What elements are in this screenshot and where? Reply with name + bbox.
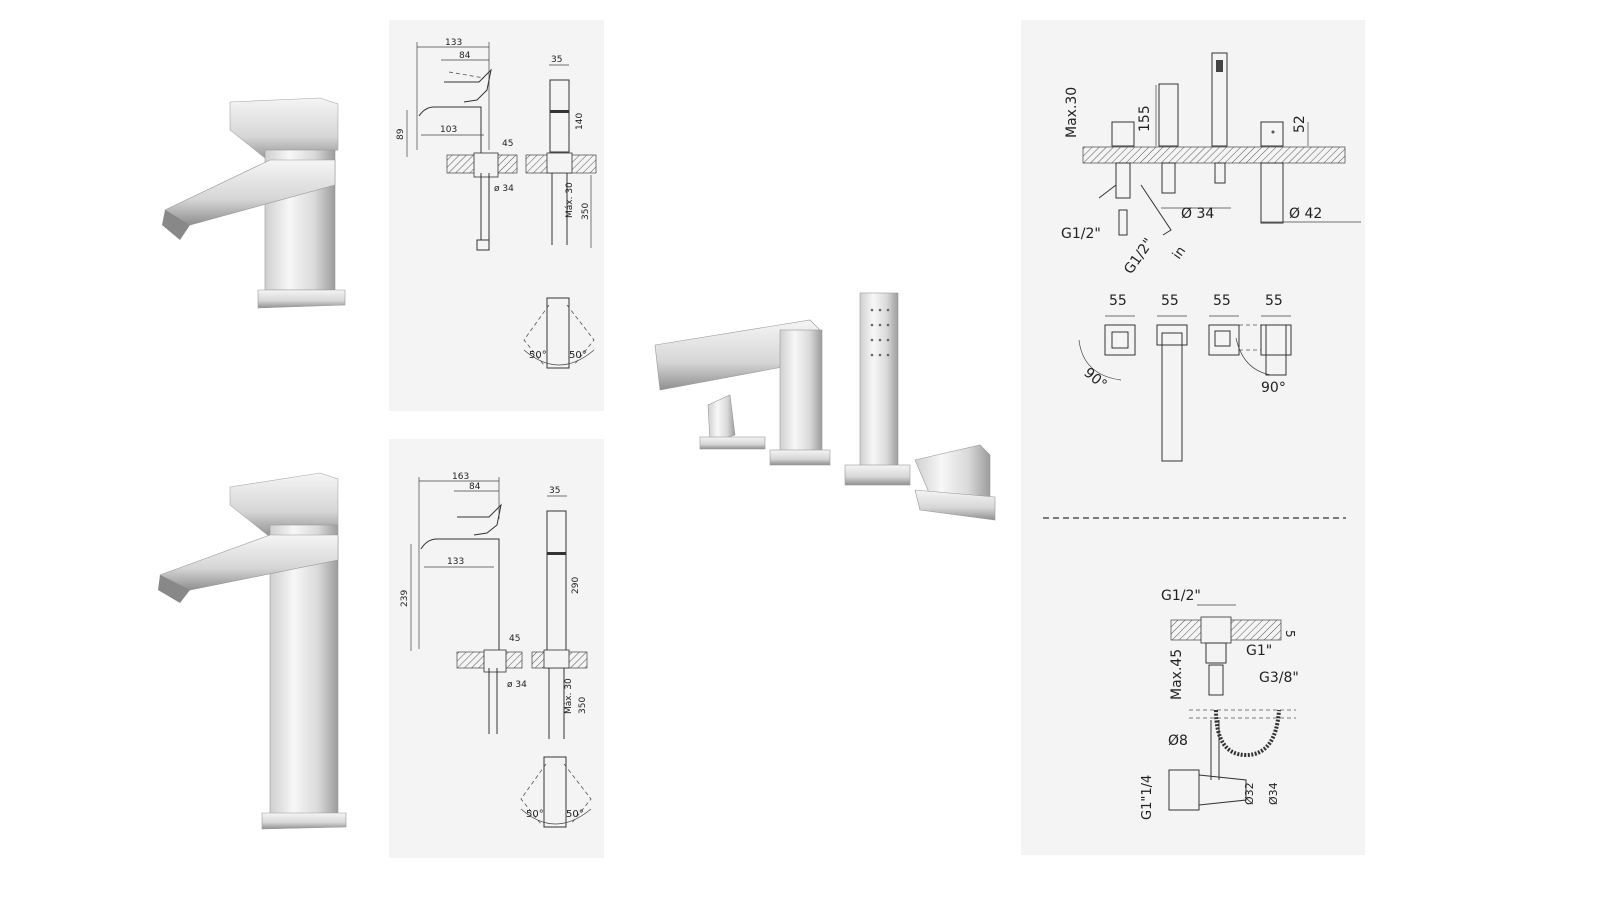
dim-base: 45 — [509, 634, 520, 644]
dim-w4: 55 — [1265, 293, 1283, 309]
label-in: in — [1170, 244, 1189, 262]
dim-base: 45 — [502, 139, 513, 149]
bath-set-drawing-panel: Max.30 G1/2" G1/2" in 155 Ø 34 52 Ø 42 5… — [1021, 20, 1365, 855]
tall-basin-mixer-technical-drawing: 163 84 133 239 45 ø 34 35 290 Máx. 30 35… — [400, 472, 592, 828]
dim-rot-right: 50° — [566, 809, 584, 820]
dim-rot-left: 50° — [529, 350, 547, 361]
dim-flange: 5 — [1283, 630, 1297, 638]
dim-hose-thread: G3/8" — [1259, 670, 1299, 686]
dim-w1: 55 — [1109, 293, 1127, 309]
tall-basin-mixer-photo — [158, 472, 347, 830]
bath-set-photo — [654, 292, 996, 521]
tall-basin-mixer-drawing-panel: 163 84 133 239 45 ø 34 35 290 Máx. 30 35… — [389, 439, 604, 858]
dim-max-deck: Max.30 — [1064, 87, 1080, 138]
dim-spout-height: 155 — [1137, 105, 1153, 132]
dim-max-deck: Máx. 30 — [564, 678, 574, 714]
dim-rot-right: 90° — [1261, 380, 1286, 396]
dim-hole-dia: ø 34 — [507, 680, 527, 690]
dim-hose: 350 — [578, 697, 588, 714]
dim-max-deck: Max.45 — [1169, 649, 1185, 700]
dim-handle-height: 52 — [1292, 115, 1308, 133]
dim-dia-34: Ø34 — [1267, 782, 1280, 805]
dim-dia-32: Ø32 — [1243, 782, 1256, 805]
dim-rot-right: 50° — [569, 350, 587, 361]
dim-w2: 55 — [1161, 293, 1179, 309]
dim-body-depth: 35 — [549, 486, 560, 496]
dim-body-height: 140 — [575, 113, 585, 130]
dim-rot-left: 90° — [1080, 365, 1109, 393]
dim-hose: 350 — [581, 203, 591, 220]
dim-inlet-diag: G1/2" — [1121, 235, 1157, 277]
dim-inlet-left: G1/2" — [1061, 226, 1101, 242]
top-view: 55 55 55 55 90° 90° — [1078, 293, 1292, 462]
dim-hole-dia: ø 34 — [494, 184, 514, 194]
dim-thread-body: G1" — [1246, 643, 1272, 659]
dim-max-deck: Máx. 30 — [565, 182, 575, 218]
dim-lever: 84 — [459, 51, 471, 61]
dim-hose-dia: Ø8 — [1168, 733, 1188, 749]
dim-spout-height: 89 — [396, 128, 406, 140]
dim-w3: 55 — [1213, 293, 1231, 309]
dim-thread-top: G1/2" — [1161, 588, 1201, 604]
dim-rot-left: 50° — [526, 809, 544, 820]
bath-set-technical-drawing: Max.30 G1/2" G1/2" in 155 Ø 34 52 Ø 42 5… — [1043, 52, 1361, 820]
dim-body-height: 290 — [571, 577, 581, 594]
dim-lever: 84 — [469, 482, 481, 492]
basin-mixer-photo — [162, 97, 346, 309]
dim-spout-reach: 103 — [440, 125, 457, 135]
dim-width-total: 133 — [445, 38, 462, 48]
dim-spout-height: 239 — [400, 590, 410, 607]
dim-dia-42: Ø 42 — [1289, 206, 1322, 222]
dim-spout-reach: 133 — [447, 557, 464, 567]
dim-width-total: 163 — [452, 472, 469, 482]
dim-body-depth: 35 — [551, 55, 562, 65]
drain-drawing: G1/2" 5 G1" Max.45 G3/8" Ø8 G1"1/4 Ø32 Ø… — [1140, 588, 1299, 820]
basin-mixer-drawing-panel: 133 84 103 89 45 ø 34 35 140 Máx. 30 350… — [389, 20, 604, 411]
dim-dia-34: Ø 34 — [1181, 206, 1214, 222]
basin-mixer-technical-drawing: 133 84 103 89 45 ø 34 35 140 Máx. 30 350… — [396, 38, 597, 369]
dim-outlet-thread: G1"1/4 — [1140, 775, 1155, 820]
